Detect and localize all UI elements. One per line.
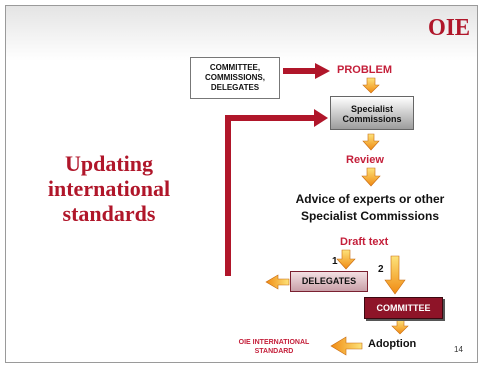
arrow-adoption-to-standard <box>330 336 363 356</box>
arrow-specialist-to-review <box>362 133 380 151</box>
arrow-problem-to-specialist <box>362 77 380 94</box>
problem-label: PROBLEM <box>337 64 392 76</box>
arrow-draft-to-delegates <box>336 249 356 270</box>
committee-box: COMMITTEE <box>364 297 443 319</box>
oie-standard-label: OIE INTERNATIONAL STANDARD <box>218 338 330 356</box>
advice-label: Advice of experts or other Specialist Co… <box>270 191 470 225</box>
title-line: Updating <box>64 151 154 176</box>
adoption-label: Adoption <box>368 338 417 350</box>
delegates-box: DELEGATES <box>290 271 368 292</box>
page-number: 14 <box>454 345 463 354</box>
specialist-line: Specialist <box>350 104 394 114</box>
source-line: DELEGATES <box>210 83 260 92</box>
arrow-draft-to-committee <box>384 255 406 295</box>
arrow-review-to-advice <box>361 167 381 187</box>
standard-line: STANDARD <box>254 348 294 355</box>
arrow-committee-to-adoption <box>391 319 409 335</box>
arrow-to-problem <box>283 63 330 79</box>
comments-label: Comments <box>187 277 241 289</box>
slide-title: Updating international standards <box>14 151 204 226</box>
source-line: COMMISSIONS, <box>204 73 265 82</box>
arrow-delegates-to-comments <box>265 274 290 290</box>
advice-line: Advice of experts or other <box>295 192 445 206</box>
standard-line: OIE INTERNATIONAL <box>238 339 310 346</box>
draft-text-label: Draft text <box>340 236 389 248</box>
source-line: COMMITTEE, <box>209 63 261 72</box>
specialist-commissions-box: Specialist Commissions <box>330 96 414 130</box>
logo-text: OIE <box>428 15 470 41</box>
specialist-line: Commissions <box>342 114 402 124</box>
title-line: international <box>47 176 171 201</box>
review-label: Review <box>346 154 384 166</box>
source-box: COMMITTEE, COMMISSIONS, DELEGATES <box>190 57 280 99</box>
advice-line: Specialist Commissions <box>300 209 440 223</box>
step-1-label: 1 <box>332 256 338 267</box>
oie-logo: OIE <box>428 15 470 41</box>
title-line: standards <box>62 201 156 226</box>
step-2-label: 2 <box>378 264 384 275</box>
